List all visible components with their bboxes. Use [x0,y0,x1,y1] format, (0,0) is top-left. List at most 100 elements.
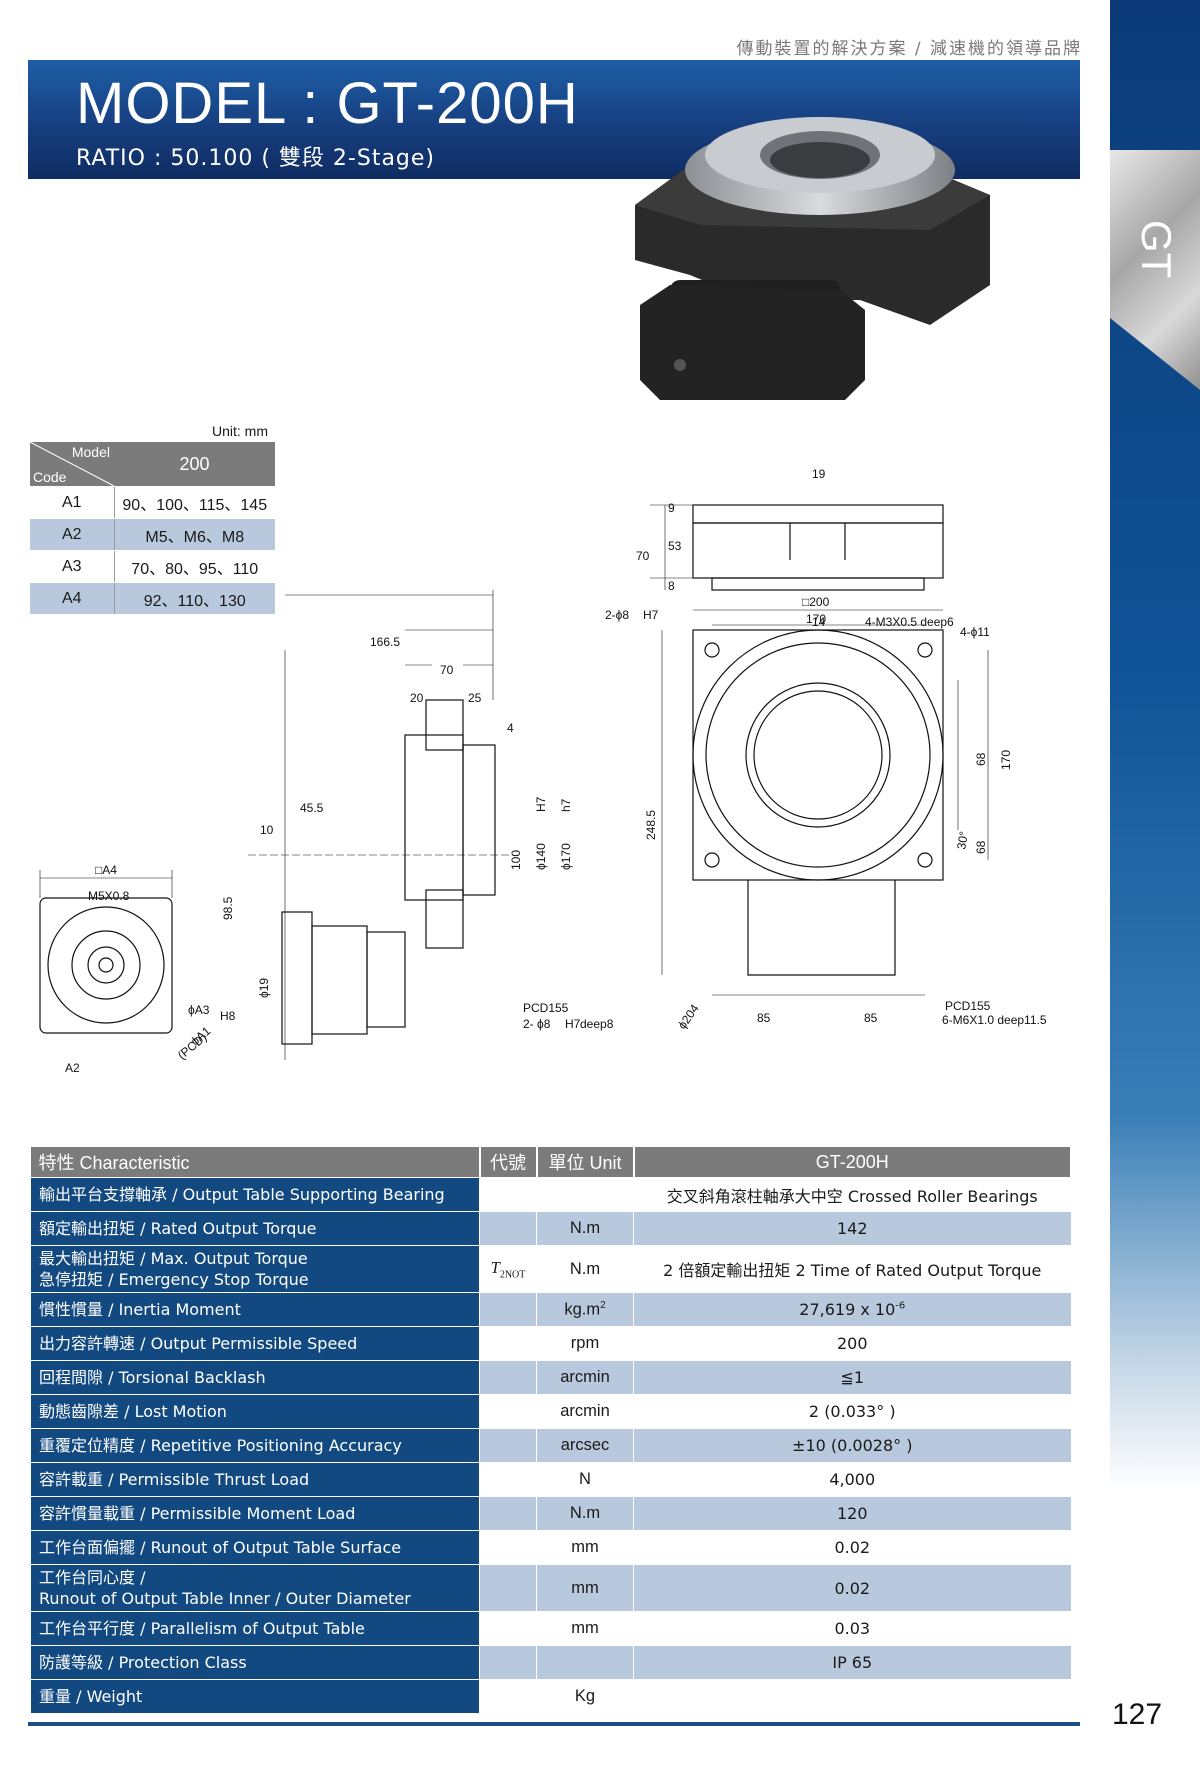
code-cell: A2 [30,518,115,551]
spec-unit: N.m [536,1496,634,1531]
spec-unit: kg.m2 [536,1292,634,1327]
dim-front-85b: 85 [864,1011,878,1025]
value-text: 27,619 x 10 [799,1300,896,1319]
table-row: 回程間隙 / Torsional Backlash arcmin ≦1 [30,1360,1072,1395]
dim-top-53: 53 [668,539,682,553]
dim-motor-a3: ϕA3 [188,1003,210,1017]
spec-unit: N [536,1462,634,1497]
unit-sup: 2 [600,1299,606,1311]
dim-side-100: 100 [509,850,523,870]
spec-characteristic: 容許慣量載重 / Permissible Moment Load [30,1496,480,1531]
footer-rule [28,1722,1080,1726]
dim-front-pcd-l2: 2- ϕ8 [523,1017,551,1031]
spec-value: 142 [633,1211,1072,1246]
table-row: 工作台同心度 / Runout of Output Table Inner / … [30,1564,1072,1612]
spec-unit: arcmin [536,1394,634,1429]
table-row: 出力容許轉速 / Output Permissible Speed rpm 20… [30,1326,1072,1361]
product-image [635,117,990,400]
table-row: 額定輸出扭矩 / Rated Output Torque N.m 142 [30,1211,1072,1246]
dim-front-pcd-l2-end: deep8 [580,1017,614,1031]
dim-top-8: 8 [668,579,675,593]
spec-value: ≦1 [633,1360,1072,1395]
spec-characteristic: 工作台同心度 / Runout of Output Table Inner / … [30,1564,480,1612]
dim-top-19: 19 [812,467,826,481]
slogan: 傳動裝置的解決方案 / 減速機的領導品牌 [736,39,1082,59]
dim-front-204: ϕ204 [675,1002,702,1032]
spec-characteristic-line2: Runout of Output Table Inner / Outer Dia… [39,1589,411,1608]
code-cell: A4 [30,582,115,615]
table-row: 重覆定位精度 / Repetitive Positioning Accuracy… [30,1428,1072,1463]
spec-value: 2 (0.033° ) [633,1394,1072,1429]
spec-characteristic: 出力容許轉速 / Output Permissible Speed [30,1326,480,1361]
spec-characteristic: 輸出平台支撐軸承 / Output Table Supporting Beari… [30,1177,480,1212]
spec-unit: mm [536,1611,634,1646]
spec-value: 4,000 [633,1462,1072,1497]
unit-text: kg.m [564,1300,601,1319]
dim-motor-a3-tol: H8 [220,1009,236,1023]
dim-side-140-tol: H7 [534,796,548,812]
dim-side-45-5: 45.5 [300,801,324,815]
table-row: 工作台平行度 / Parallelism of Output Table mm … [30,1611,1072,1646]
dim-front-170: 170 [806,612,826,626]
symbol-t: T [490,1257,500,1277]
spec-characteristic: 動態齒隙差 / Lost Motion [30,1394,480,1429]
code-value: M5、M6、M8 [114,518,275,551]
spec-header-model: GT-200H [633,1147,1072,1178]
header-code: Code [33,469,67,485]
spec-unit: rpm [536,1326,634,1361]
spec-value: 0.02 [633,1564,1072,1612]
spec-characteristic: 容許載重 / Permissible Thrust Load [30,1462,480,1497]
dim-side-10: 10 [260,823,274,837]
spec-value: IP 65 [633,1645,1072,1680]
spec-unit: Kg [536,1679,634,1714]
dim-front-68b: 68 [974,840,988,854]
dim-side-170: ϕ170 [559,843,573,870]
spec-value: 交叉斜角滾柱軸承大中空 Crossed Roller Bearings [633,1177,1072,1212]
dim-side-19: ϕ19 [257,978,271,998]
spec-characteristic: 額定輸出扭矩 / Rated Output Torque [30,1211,480,1246]
spec-value [633,1679,1072,1714]
spec-value: ±10 (0.0028° ) [633,1428,1072,1463]
dim-front-sq200: □200 [802,595,830,609]
spec-value: 27,619 x 10-6 [633,1292,1072,1327]
spec-characteristic: 最大輸出扭矩 / Max. Output Torque 急停扭矩 / Emerg… [30,1245,480,1293]
dim-top-note: 4-M3X0.5 deep6 [865,615,954,629]
spec-unit: mm [536,1530,634,1565]
spec-characteristic: 重量 / Weight [30,1679,480,1714]
spec-characteristic-line2: 急停扭矩 / Emergency Stop Torque [39,1270,309,1289]
code-cell: A3 [30,550,115,583]
unit-label: Unit: mm [212,423,268,439]
dim-side-4: 4 [507,721,514,735]
table-row: 動態齒隙差 / Lost Motion arcmin 2 (0.033° ) [30,1394,1072,1429]
spec-characteristic-line1: 工作台同心度 / [39,1568,146,1587]
spec-unit: arcsec [536,1428,634,1463]
title-banner: MODEL : GT-200H RATIO : 50.100 ( 雙段 2-St… [28,60,1080,179]
dim-motor-a4: □A4 [95,863,117,877]
code-value: 90、100、115、145 [114,486,275,519]
dim-front-170v: 170 [999,750,1013,770]
value-sup: -6 [895,1300,906,1312]
dim-side-170-tol: h7 [559,798,573,812]
spec-header-characteristic: 特性 Characteristic [30,1147,481,1178]
dim-front-85a: 85 [757,1011,771,1025]
dim-front-68a: 68 [974,752,988,766]
spec-characteristic: 重覆定位精度 / Repetitive Positioning Accuracy [30,1428,480,1463]
dim-front-pcd-l1: PCD155 [523,1001,569,1015]
dim-top-14: 14 [812,615,826,629]
spec-unit: arcmin [536,1360,634,1395]
dim-front-pin-tol: H7 [643,608,659,622]
dim-side-70: 70 [440,663,454,677]
dim-front-holes: 4-ϕ11 [960,625,990,639]
dim-front-pcd-l2-tol: H7 [565,1017,581,1031]
spec-value: 0.03 [633,1611,1072,1646]
dim-front-248-5: 248.5 [644,810,658,840]
dim-side-25: 25 [468,691,482,705]
code-table-corner: Model Code [30,442,114,487]
spec-characteristic: 防護等級 / Protection Class [30,1645,480,1680]
dim-motor-m5: M5X0.8 [88,889,130,903]
spec-value: 120 [633,1496,1072,1531]
dim-side-98-5: 98.5 [221,896,235,920]
dim-motor-a2: A2 [65,1061,80,1075]
page-number: 127 [1112,1698,1163,1731]
